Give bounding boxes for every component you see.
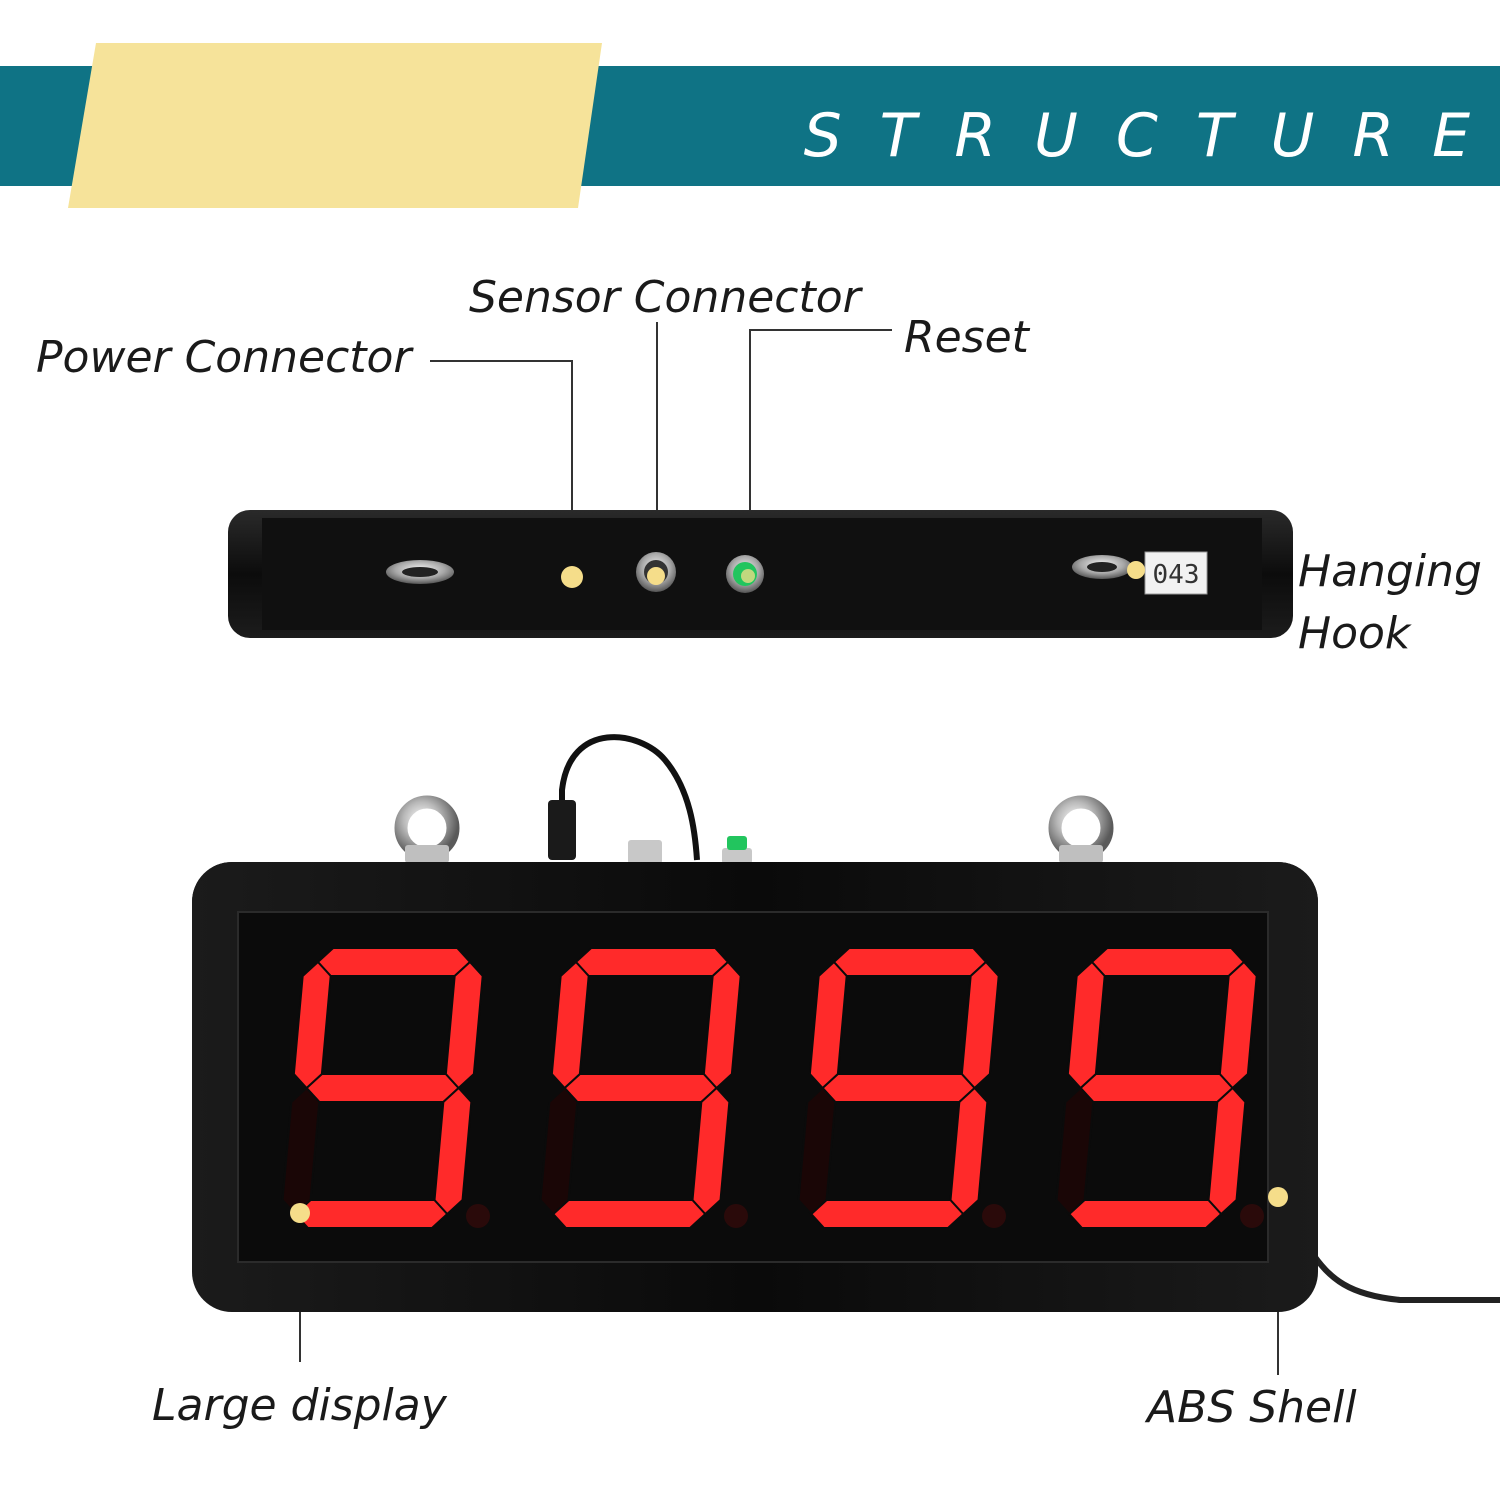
reset-label: Reset — [904, 312, 1029, 363]
hanging-hook-label-line2: Hook — [1298, 608, 1411, 659]
digit-2-segment-a — [574, 947, 730, 977]
sensor-connector-icon — [636, 552, 676, 592]
digit-2-segment-g — [563, 1073, 719, 1103]
digit-4-decimal-point — [1240, 1204, 1264, 1228]
page-title: STRUCTURE — [803, 101, 1500, 171]
digit-1-segment-d — [293, 1199, 449, 1229]
digit-2-segment-e — [539, 1086, 579, 1216]
digit-3-segment-a — [832, 947, 988, 977]
digit-3-decimal-point — [982, 1204, 1006, 1228]
digit-1-segment-c — [433, 1086, 473, 1216]
power-connector-marker — [561, 566, 583, 588]
seven-segment-digits — [281, 947, 1264, 1229]
digit-2-segment-d — [551, 1199, 707, 1229]
reset-button-icon — [726, 555, 764, 593]
digit-3-segment-d — [809, 1199, 965, 1229]
hanging-hook-label-line1: Hanging — [1298, 546, 1482, 597]
hanging-hook-right-icon — [1048, 795, 1114, 863]
power-cable — [559, 734, 700, 861]
reset-button-front — [727, 836, 747, 850]
sensor-port — [628, 840, 662, 864]
hanging-hook-left-icon — [394, 795, 460, 863]
large-display-label: Large display — [152, 1380, 447, 1431]
serial-sticker — [1144, 551, 1208, 595]
power-plug — [548, 800, 576, 860]
digit-2-decimal-point — [724, 1204, 748, 1228]
sensor-cable — [1307, 1248, 1500, 1303]
hanging-hook-marker — [1127, 561, 1145, 579]
digit-3-segment-c — [949, 1086, 989, 1216]
digit-4-segment-d — [1067, 1199, 1223, 1229]
digit-4-segment-e — [1055, 1086, 1095, 1216]
digit-3-segment-e — [797, 1086, 837, 1216]
digit-1-segment-g — [305, 1073, 461, 1103]
hook-right-top-icon — [1072, 555, 1132, 579]
sensor-connector-label: Sensor Connector — [469, 272, 861, 323]
digit-3-segment-g — [821, 1073, 977, 1103]
digit-4-segment-g — [1079, 1073, 1235, 1103]
digit-2-segment-c — [691, 1086, 731, 1216]
hook-left-top-icon — [386, 560, 454, 584]
digit-4-segment-a — [1090, 947, 1246, 977]
digit-4-segment-c — [1207, 1086, 1247, 1216]
abs-shell-label: ABS Shell — [1147, 1382, 1357, 1433]
digit-1-decimal-point — [466, 1204, 490, 1228]
large-display-marker — [290, 1203, 310, 1223]
abs-shell-marker — [1268, 1187, 1288, 1207]
digit-1-segment-a — [316, 947, 472, 977]
power-connector-label: Power Connector — [36, 332, 412, 383]
serial-sticker-text: 043 — [1152, 560, 1200, 590]
